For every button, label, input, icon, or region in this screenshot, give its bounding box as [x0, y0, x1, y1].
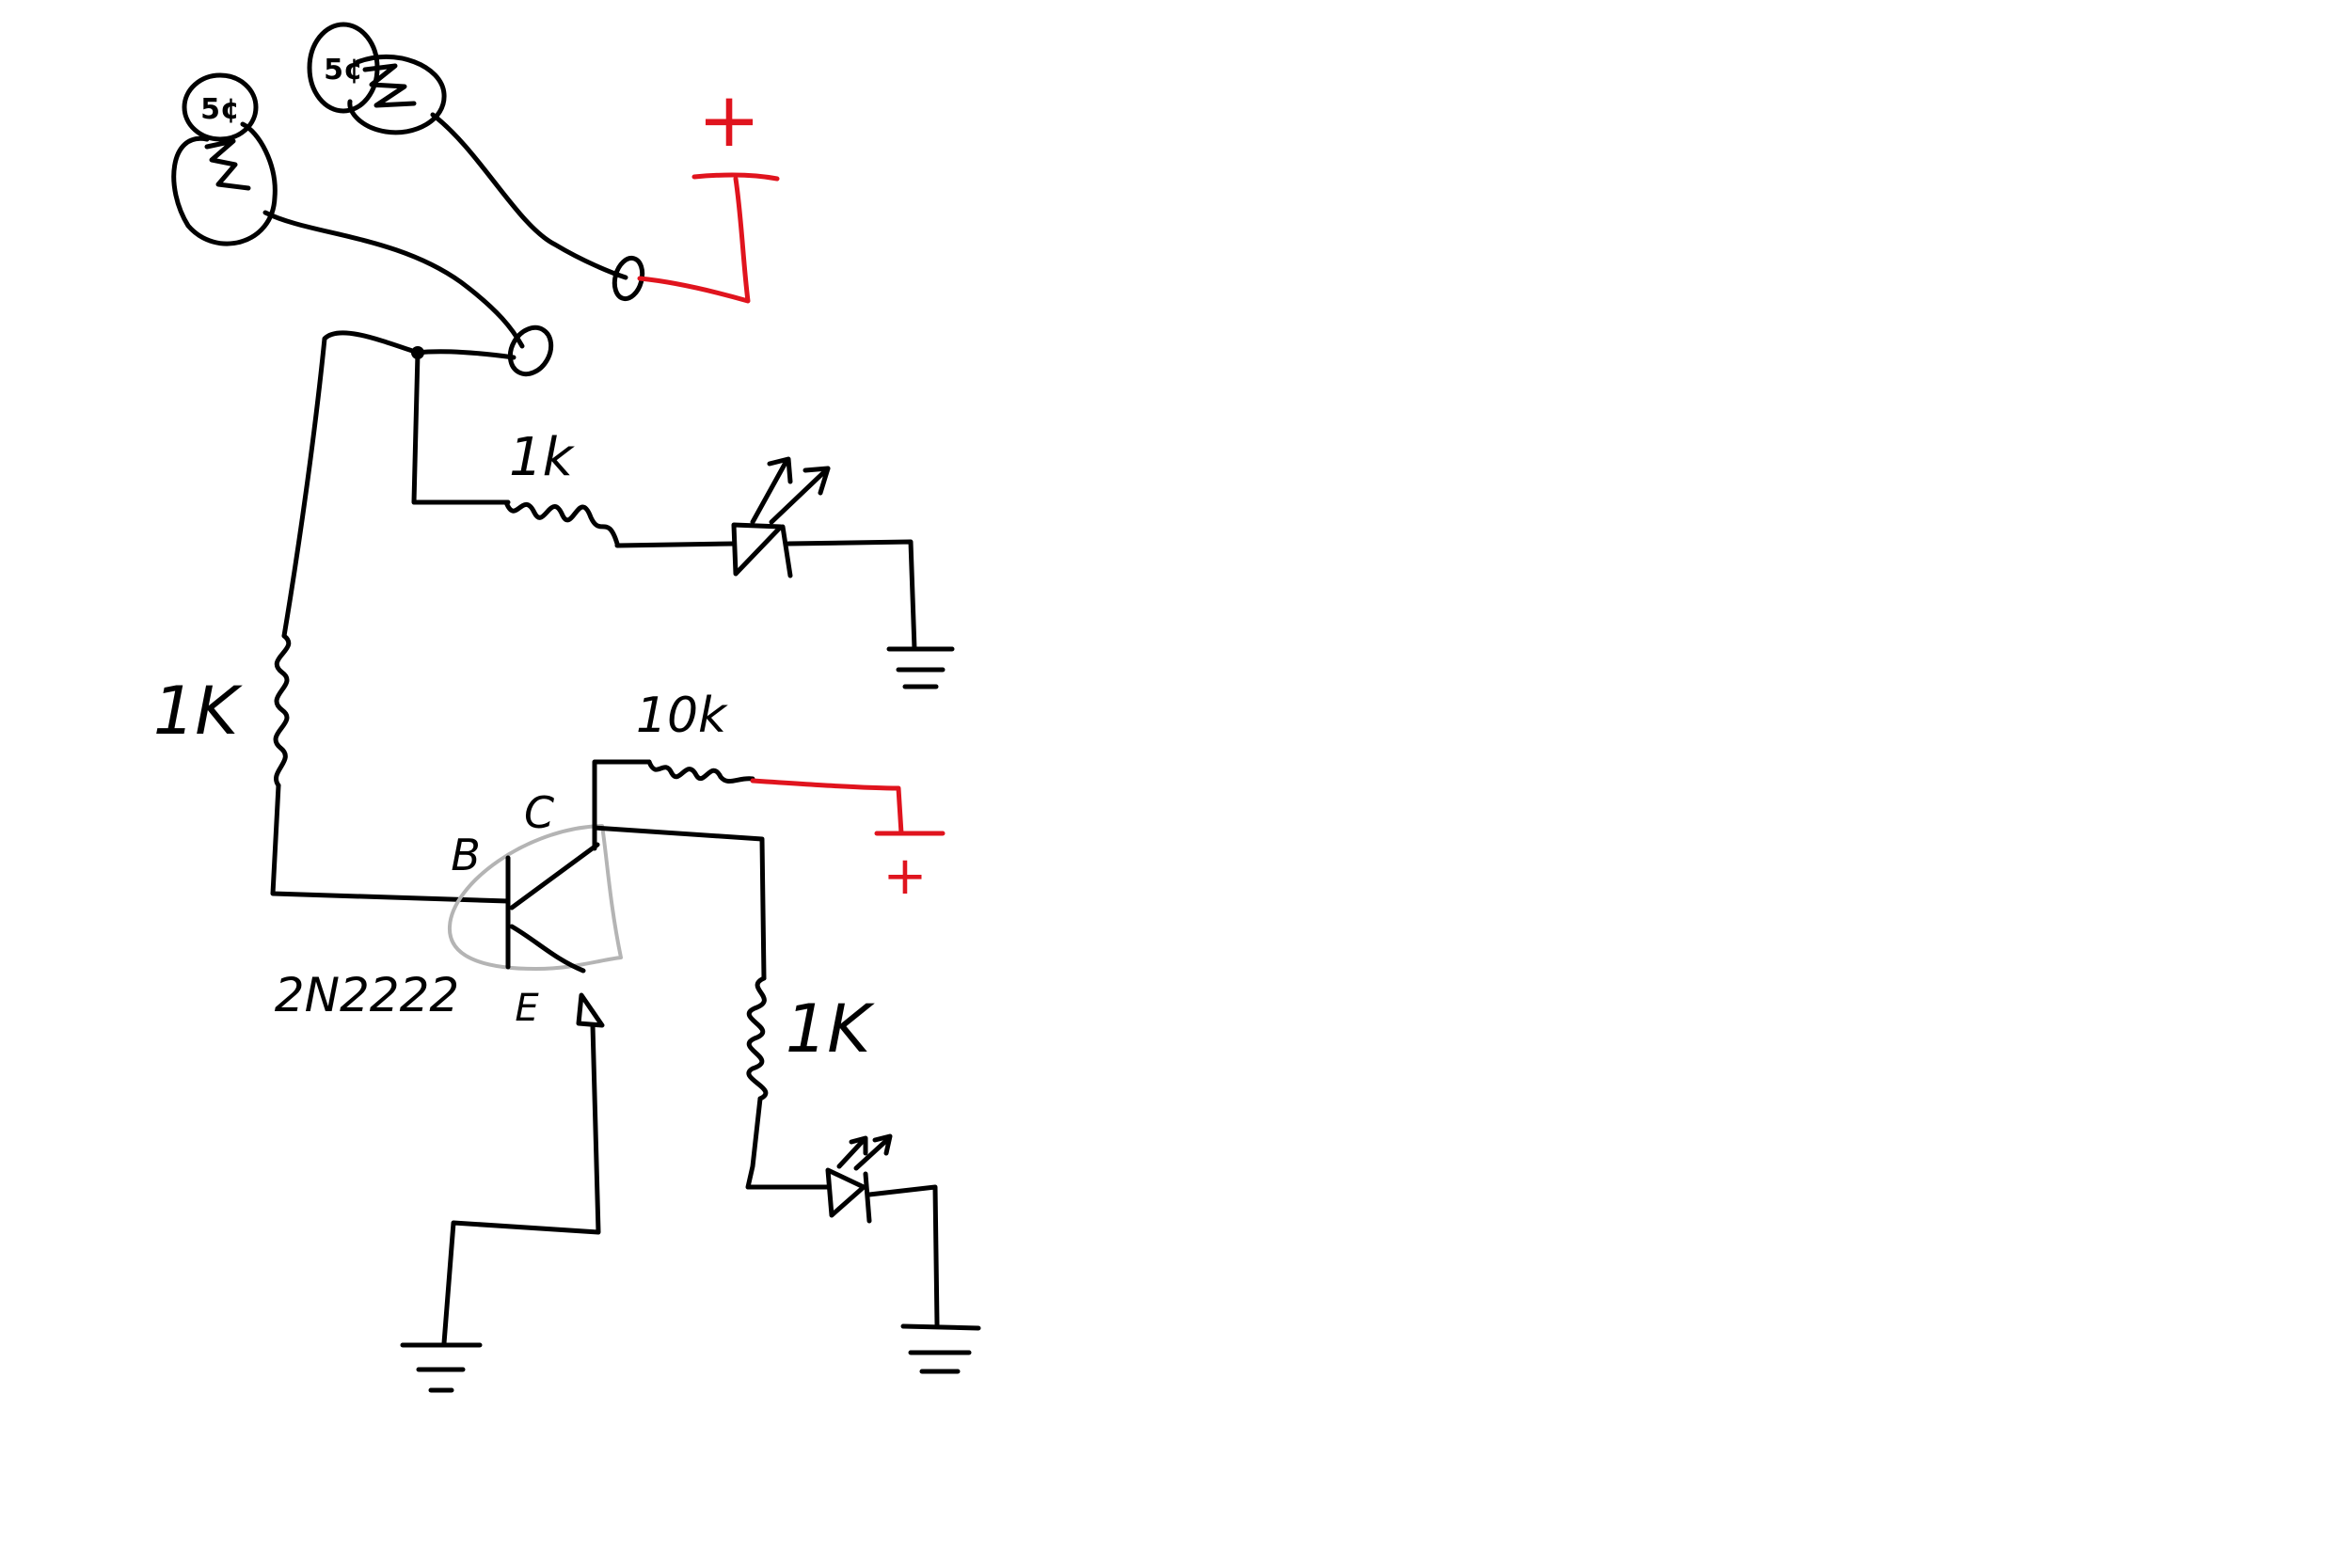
coin-a-finger-mark: [204, 138, 251, 191]
coin-b-hand-loop: [347, 54, 447, 135]
supply-bottom-plus: +: [883, 846, 928, 907]
coin-a-hand-loop: [171, 121, 278, 246]
probe-resistor-label: 1k: [509, 427, 576, 488]
led-2-bar: [863, 1171, 872, 1224]
supply-top: +: [637, 76, 780, 304]
base-resistor-label: 1K: [153, 673, 244, 750]
led-resistor: [746, 975, 769, 1101]
probe-terminal-a: [507, 325, 554, 377]
coin-b: 5¢: [307, 22, 447, 135]
led1-feed-wire: [614, 541, 737, 548]
collector-up-wire: [592, 759, 652, 851]
ground-2-bar-a: [900, 1323, 981, 1331]
collector-branch-wire: [592, 825, 767, 981]
coin-a-label: 5¢: [200, 93, 240, 126]
transistor: B C E 2N2222: [275, 787, 623, 1030]
led-2-arrow-a: [849, 1135, 868, 1156]
emitter-ground-wire: [441, 1022, 601, 1346]
ground-1: [886, 646, 955, 689]
led-2-ray-a: [836, 1137, 866, 1169]
led-2-ray-b: [853, 1135, 892, 1171]
led-1-ray-b: [769, 466, 831, 525]
supply-top-plus: +: [697, 76, 760, 164]
led-1: [731, 456, 831, 578]
coin-b-finger-mark: [362, 63, 417, 108]
led-2-triangle: [825, 1167, 866, 1218]
supply-top-plate: [691, 172, 780, 182]
led-resistor-label: 1K: [786, 990, 876, 1068]
led1-ground-wire: [786, 539, 917, 652]
transistor-outline: [447, 824, 623, 971]
led2-feed-wire: [745, 1096, 831, 1190]
led-2-arrow-b: [872, 1133, 893, 1156]
collector-resistor-label: 10k: [636, 688, 728, 744]
led-2: [825, 1133, 893, 1224]
led-1-bar: [780, 524, 793, 578]
transistor-base-label: B: [451, 830, 481, 880]
led-1-arrow-a: [767, 456, 793, 484]
left-rail-wire: [281, 330, 516, 639]
transistor-collector-leg: [509, 842, 600, 911]
coin-a: 5¢: [171, 72, 278, 246]
base-wire: [270, 783, 511, 904]
ground-3: [400, 1342, 483, 1393]
transistor-part-label: 2N2222: [275, 968, 459, 1022]
probe-terminal-b: [612, 255, 645, 302]
probe-wire-a: [262, 210, 525, 349]
led2-ground-wire: [866, 1184, 940, 1327]
supply-top-wire: [637, 176, 751, 304]
collector-resistor: [646, 759, 755, 784]
probe-branch-wire: [411, 350, 511, 505]
supply-bottom: +: [750, 778, 946, 907]
ground-2: [900, 1323, 981, 1374]
led-1-triangle: [731, 522, 784, 577]
base-resistor: [273, 633, 292, 788]
led-1-arrow-b: [803, 466, 831, 496]
emitter-arrow: [576, 992, 605, 1028]
supply-bottom-wire: [750, 778, 904, 836]
coin-b-label: 5¢: [324, 54, 363, 87]
coin-a-circle: [182, 72, 259, 142]
transistor-emitter-label: E: [515, 987, 539, 1030]
transistor-collector-label: C: [524, 787, 554, 838]
probe-wire-b: [430, 112, 628, 280]
transistor-emitter-leg: [509, 924, 586, 974]
probe-resistor: [503, 499, 620, 546]
led-1-ray-a: [750, 458, 789, 525]
